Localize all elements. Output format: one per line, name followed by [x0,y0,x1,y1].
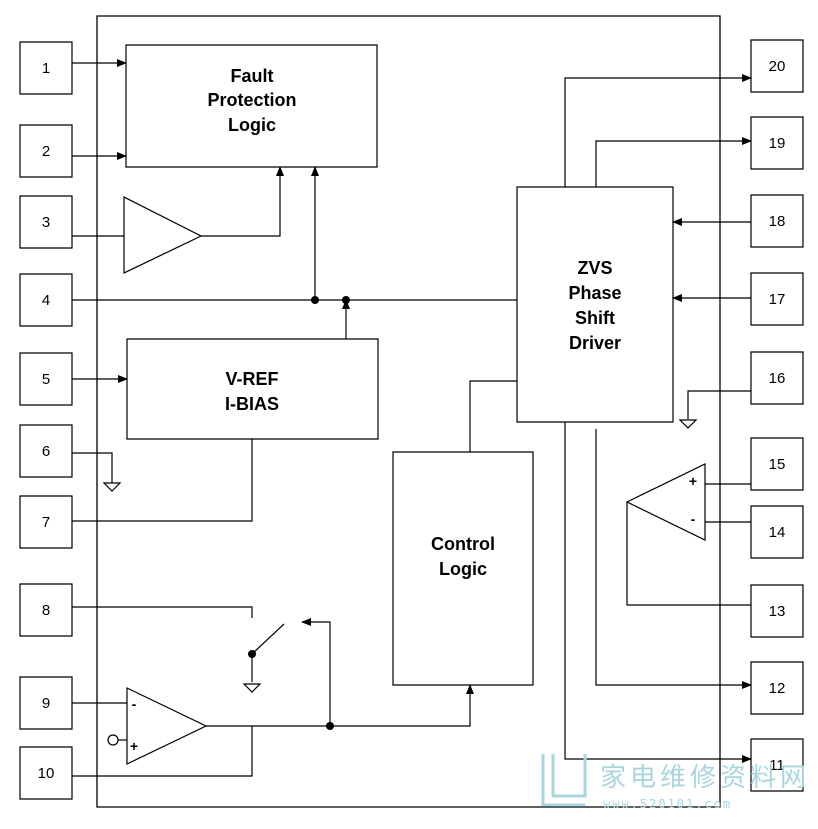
vref-line-2: I-BIAS [225,394,279,414]
control-line-1: Control [431,534,495,554]
pin-3-label: 3 [42,214,50,231]
comparator-right-minus: - [691,511,696,527]
pin-8: 8 [20,584,72,636]
vref-line-1: V-REF [225,369,278,389]
pin-15: 15 [751,438,803,490]
pin-5-label: 5 [42,371,50,388]
pin-1: 1 [20,42,72,94]
pin-15-label: 15 [769,456,786,473]
pin-19: 19 [751,117,803,169]
amp-plus-input-circle [108,735,118,745]
pin-12-label: 12 [769,680,786,697]
control-line-2: Logic [439,559,487,579]
watermark-url: www.520101.com [603,797,732,811]
pin-4-label: 4 [42,292,50,309]
pin-1-label: 1 [42,60,50,77]
pin-11-label: 11 [769,757,785,774]
zvs-line-1: ZVS [577,258,612,278]
pin-13: 13 [751,585,803,637]
pin-9: 9 [20,677,72,729]
pin-6: 6 [20,425,72,477]
pin-2: 2 [20,125,72,177]
chip-outline [97,16,720,807]
pin-17: 17 [751,273,803,325]
watermark-logo-icon [543,754,585,805]
pin-3: 3 [20,196,72,248]
pin-8-label: 8 [42,602,50,619]
junction-dots [248,296,350,730]
pin-10: 10 [20,747,72,799]
fault-protection-block: Fault Protection Logic [126,45,377,167]
zvs-line-4: Driver [569,333,621,353]
pin-16-label: 16 [769,370,786,387]
buffer-amp-3 [124,197,201,273]
right-pins: 20 19 18 17 16 15 14 13 [751,40,803,791]
fault-protection-line-2: Protection [207,90,296,110]
amplifier-bottom-plus: + [130,738,138,754]
ground-pin-6-icon [104,483,120,491]
zvs-line-2: Phase [568,283,621,303]
pin-14: 14 [751,506,803,558]
pin-10-label: 10 [38,765,55,782]
pin-18-label: 18 [769,213,786,230]
amplifier-bottom-minus: - [132,696,137,712]
pin-11: 11 [751,739,803,791]
left-pins: 1 2 3 4 5 6 7 8 [20,42,72,799]
ground-switch-icon [244,684,260,692]
pin-13-label: 13 [769,603,786,620]
pin-20-label: 20 [769,58,786,75]
watermark: 家电维修资料网 www.520101.com [543,754,810,811]
fault-protection-line-3: Logic [228,115,276,135]
pin-16: 16 [751,352,803,404]
pin-2-label: 2 [42,143,50,160]
comparator-right: + - [627,464,705,540]
pin-17-label: 17 [769,291,786,308]
pin-7: 7 [20,496,72,548]
fault-protection-line-1: Fault [231,66,274,86]
pin-4: 4 [20,274,72,326]
zvs-line-3: Shift [575,308,615,328]
pin-7-label: 7 [42,514,50,531]
watermark-chinese: 家电维修资料网 [600,763,810,793]
pin-6-label: 6 [42,443,50,460]
pin-14-label: 14 [769,524,786,541]
amplifier-bottom: - + [127,688,206,764]
control-logic-block: Control Logic [393,452,533,685]
vref-block: V-REF I-BIAS [127,339,378,439]
ground-pin-16-icon [680,420,696,428]
pin-19-label: 19 [769,135,786,152]
wires [72,59,752,776]
comparator-right-plus: + [689,473,697,489]
pin-12: 12 [751,662,803,714]
pin-9-label: 9 [42,695,50,712]
pin-20: 20 [751,40,803,92]
zvs-driver-block: ZVS Phase Shift Driver [517,187,673,422]
pin-18: 18 [751,195,803,247]
pin-5: 5 [20,353,72,405]
